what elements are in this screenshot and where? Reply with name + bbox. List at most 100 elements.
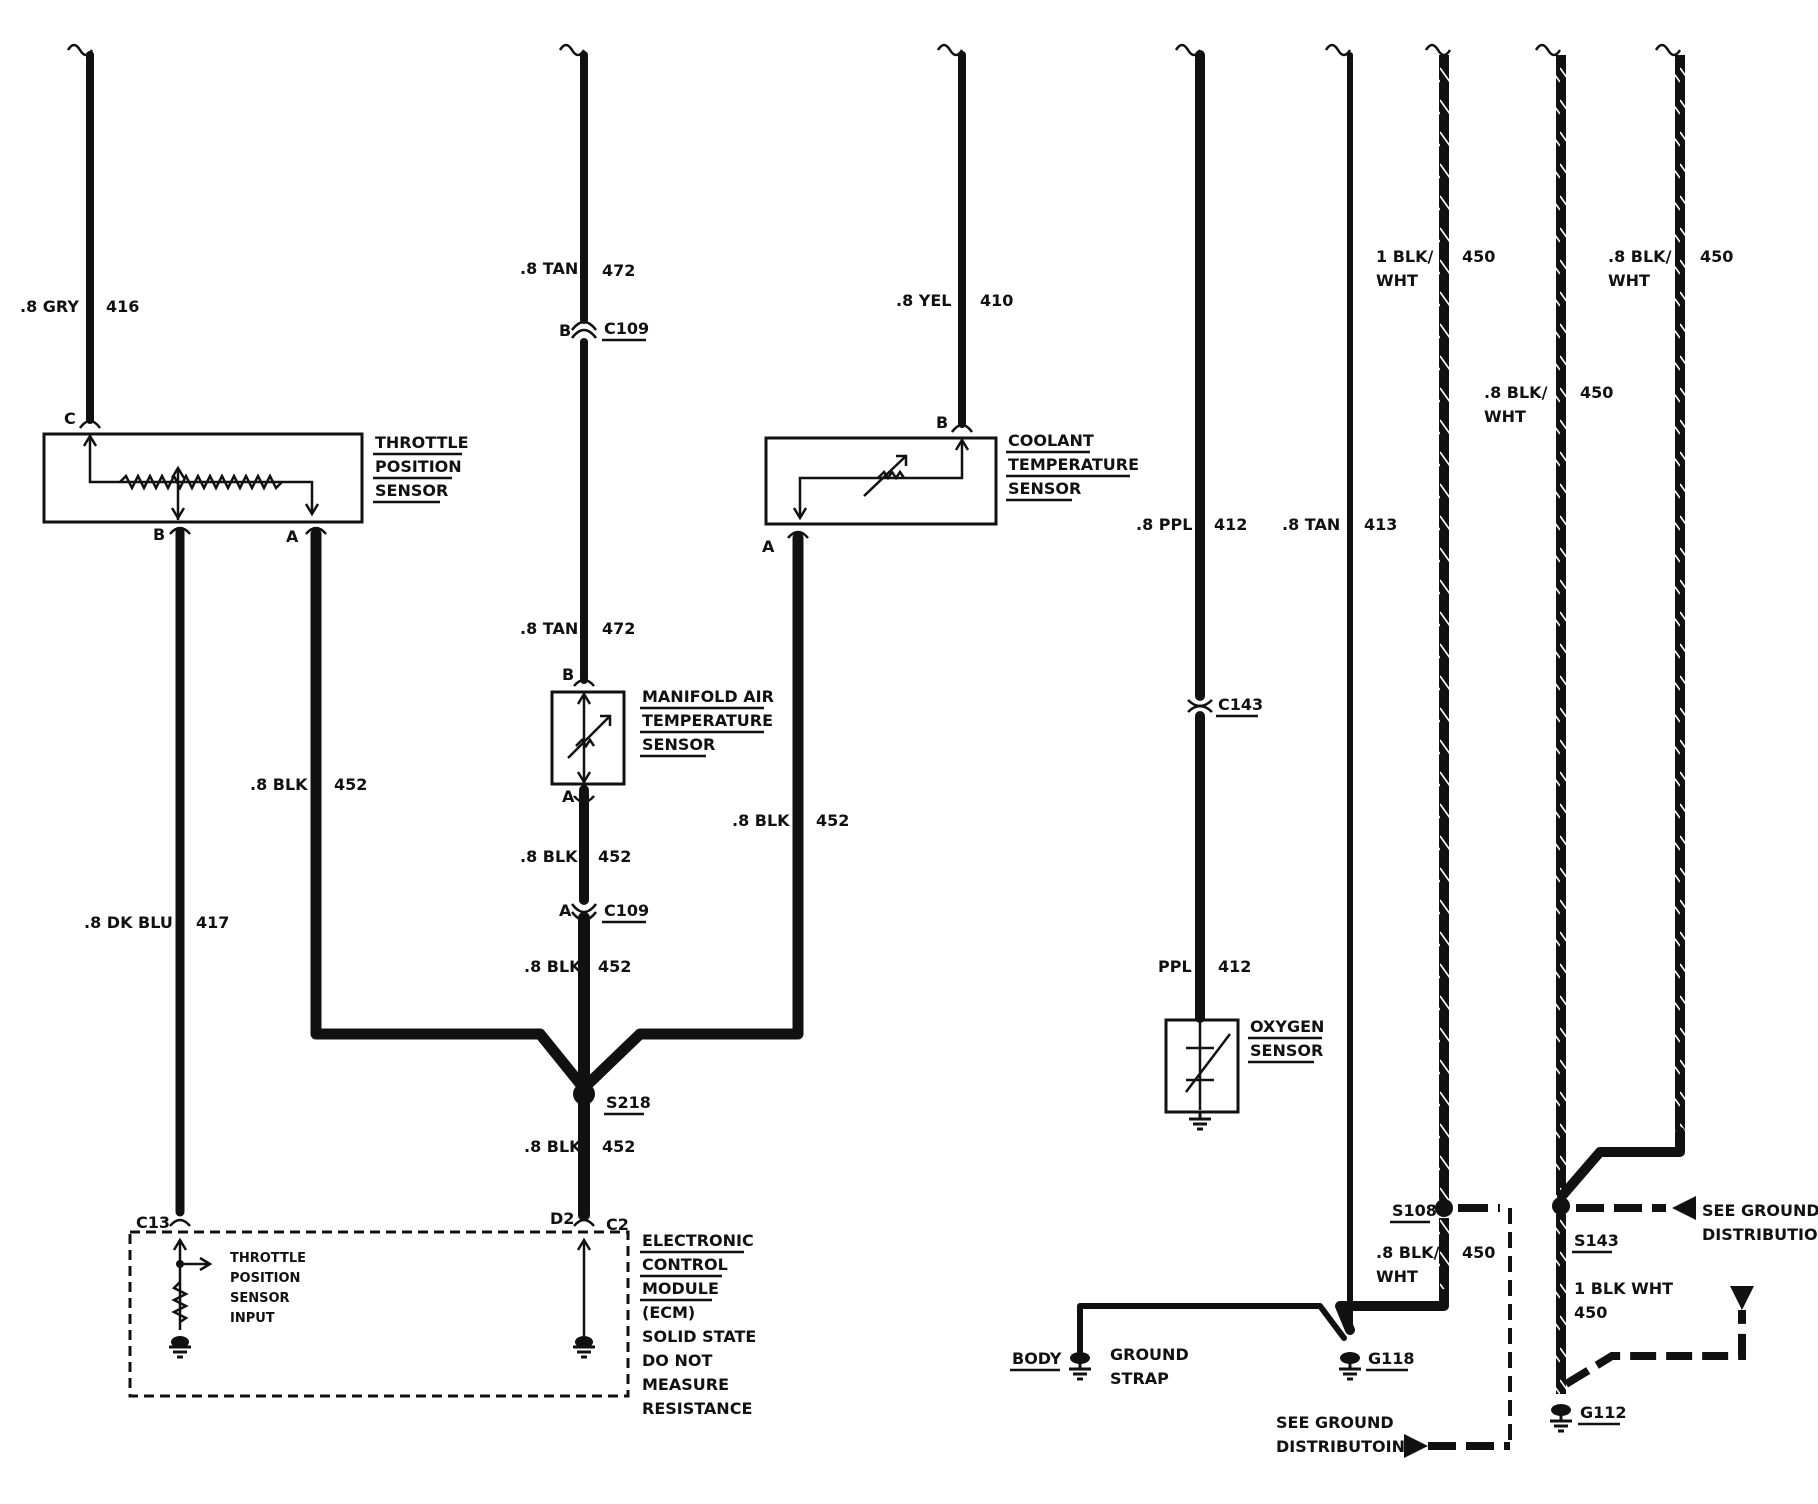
mat-title-3: SENSOR [642,735,715,754]
wire-472-mat-size: .8 TAN [520,619,578,638]
ground-strap-label-2: STRAP [1110,1369,1169,1388]
see-ground-bottom-arrow [1404,1434,1428,1458]
see-ground-bottom-2: DISTRIBUTOIN [1276,1437,1405,1456]
tps-title-3: SENSOR [375,481,448,500]
ecm-title-1: ELECTRONIC [642,1231,754,1250]
wire-450-c-circuit: 450 [1462,1243,1495,1262]
c109-bottom-label: C109 [604,901,649,920]
splice-s143-dot [1552,1197,1570,1215]
wire-450-d-size-1: .8 BLK/ [1608,247,1672,266]
wire-412-bottom-circuit: 412 [1218,957,1251,976]
wire-472-mat-circuit: 472 [602,619,635,638]
ecm-pin-c2: C2 [606,1215,629,1234]
wire-412-bottom-size: PPL [1158,957,1192,976]
splice-s218-label: S218 [606,1093,651,1112]
wire-450-c-size-2: WHT [1376,1267,1418,1286]
wire-412-top-circuit: 412 [1214,515,1247,534]
wire-450-a [1439,55,1449,1205]
manifold-air-temperature-sensor [550,690,626,786]
tps-pin-a: A [286,527,299,546]
tps-pin-c-connector [78,419,102,429]
wire-450-b [1556,55,1566,1195]
ground-branch-terminal [1730,1286,1754,1310]
ecm-note-5: RESISTANCE [642,1399,752,1418]
see-ground-right-1: SEE GROUND [1702,1201,1818,1220]
wire-450-e-size: 1 BLK WHT [1574,1279,1673,1298]
ecm-pin-d2: D2 [550,1209,574,1228]
tps-input-4: INPUT [230,1311,275,1326]
tps-input-3: SENSOR [230,1291,290,1306]
wire-452-cts-circuit: 452 [816,811,849,830]
ground-g118-symbol [1337,1352,1363,1381]
c143-label: C143 [1218,695,1263,714]
cts-pin-a-connector [787,530,809,539]
oxygen-sensor [1164,1018,1240,1131]
ecm-connector-pins [169,1218,595,1227]
ecm-note-1: (ECM) [642,1303,695,1322]
wire-452-tps [310,528,588,1092]
wire-450-a-size-2: WHT [1376,271,1418,290]
body-label: BODY [1012,1349,1062,1368]
wire-410-circuit: 410 [980,291,1013,310]
see-ground-right-2: DISTRIBUTION [1702,1225,1818,1244]
ground-g112-label: G112 [1580,1403,1627,1422]
mat-pin-b-connector [573,678,595,687]
wire-450-a-circuit: 450 [1462,247,1495,266]
cts-pin-b-connector [950,423,974,433]
wire-452-tps-circuit: 452 [334,775,367,794]
mat-pin-a: A [562,787,575,806]
wire-452-tps-size: .8 BLK [250,775,308,794]
oxygen-title-2: SENSOR [1250,1041,1323,1060]
wire-410-size: .8 YEL [896,291,952,310]
tps-input-1: THROTTLE [230,1251,306,1266]
body-ground-symbol [1067,1352,1093,1381]
splice-s143-label: S143 [1574,1231,1619,1250]
wire-452-cts-size: .8 BLK [732,811,790,830]
tps-title-2: POSITION [375,457,462,476]
c109-top-pin-b: B [559,321,571,340]
wire-417-circuit: 417 [196,913,229,932]
ecm-note-3: DO NOT [642,1351,712,1370]
cts-pin-b: B [936,413,948,432]
tps-pin-a-connector [305,526,327,535]
wire-417-size: .8 DK BLU [84,913,173,932]
mat-title-2: TEMPERATURE [642,711,773,730]
wire-416-circuit: 416 [106,297,139,316]
cts-title-2: TEMPERATURE [1008,455,1139,474]
wire-450-b-size-2: WHT [1484,407,1526,426]
splice-s108-label: S108 [1392,1201,1437,1220]
see-ground-right-arrow [1672,1196,1696,1220]
ground-g118-label: G118 [1368,1349,1415,1368]
wire-450-b-circuit: 450 [1580,383,1613,402]
ecm-title-3: MODULE [642,1279,719,1298]
wire-450-c [1335,1218,1449,1335]
cts-pin-a: A [762,537,775,556]
wire-450-b-size-1: .8 BLK/ [1484,383,1548,402]
tps-input-2: POSITION [230,1271,300,1286]
ecm-note-4: MEASURE [642,1375,729,1394]
wire-452-s218-circuit: 452 [602,1137,635,1156]
wire-450-c-size-1: .8 BLK/ [1376,1243,1440,1262]
ecm-note-2: SOLID STATE [642,1327,756,1346]
connector-c143 [1187,699,1213,713]
wire-break-marks [66,43,1682,57]
see-ground-bottom-1: SEE GROUND [1276,1413,1394,1432]
ecm-title-2: CONTROL [642,1255,728,1274]
tps-pin-b: B [153,525,165,544]
wire-412-top-size: .8 PPL [1136,515,1192,534]
connector-c109-top [571,320,597,339]
wire-450-d [1557,55,1685,1201]
wire-450-e-circuit: 450 [1574,1303,1607,1322]
ground-branch-wire [1563,1310,1746,1388]
wire-450-e [1556,1214,1566,1394]
c109-bottom-pin-a: A [559,901,572,920]
wire-472-top-circuit: 472 [602,261,635,280]
wire-452-s218-size: .8 BLK [524,1137,582,1156]
wire-452-mat-circuit: 452 [598,847,631,866]
c109-top-label: C109 [604,319,649,338]
wire-413-size: .8 TAN [1282,515,1340,534]
tps-title-1: THROTTLE [375,433,469,452]
splice-s108-dot [1435,1199,1453,1217]
wire-450-d-circuit: 450 [1700,247,1733,266]
